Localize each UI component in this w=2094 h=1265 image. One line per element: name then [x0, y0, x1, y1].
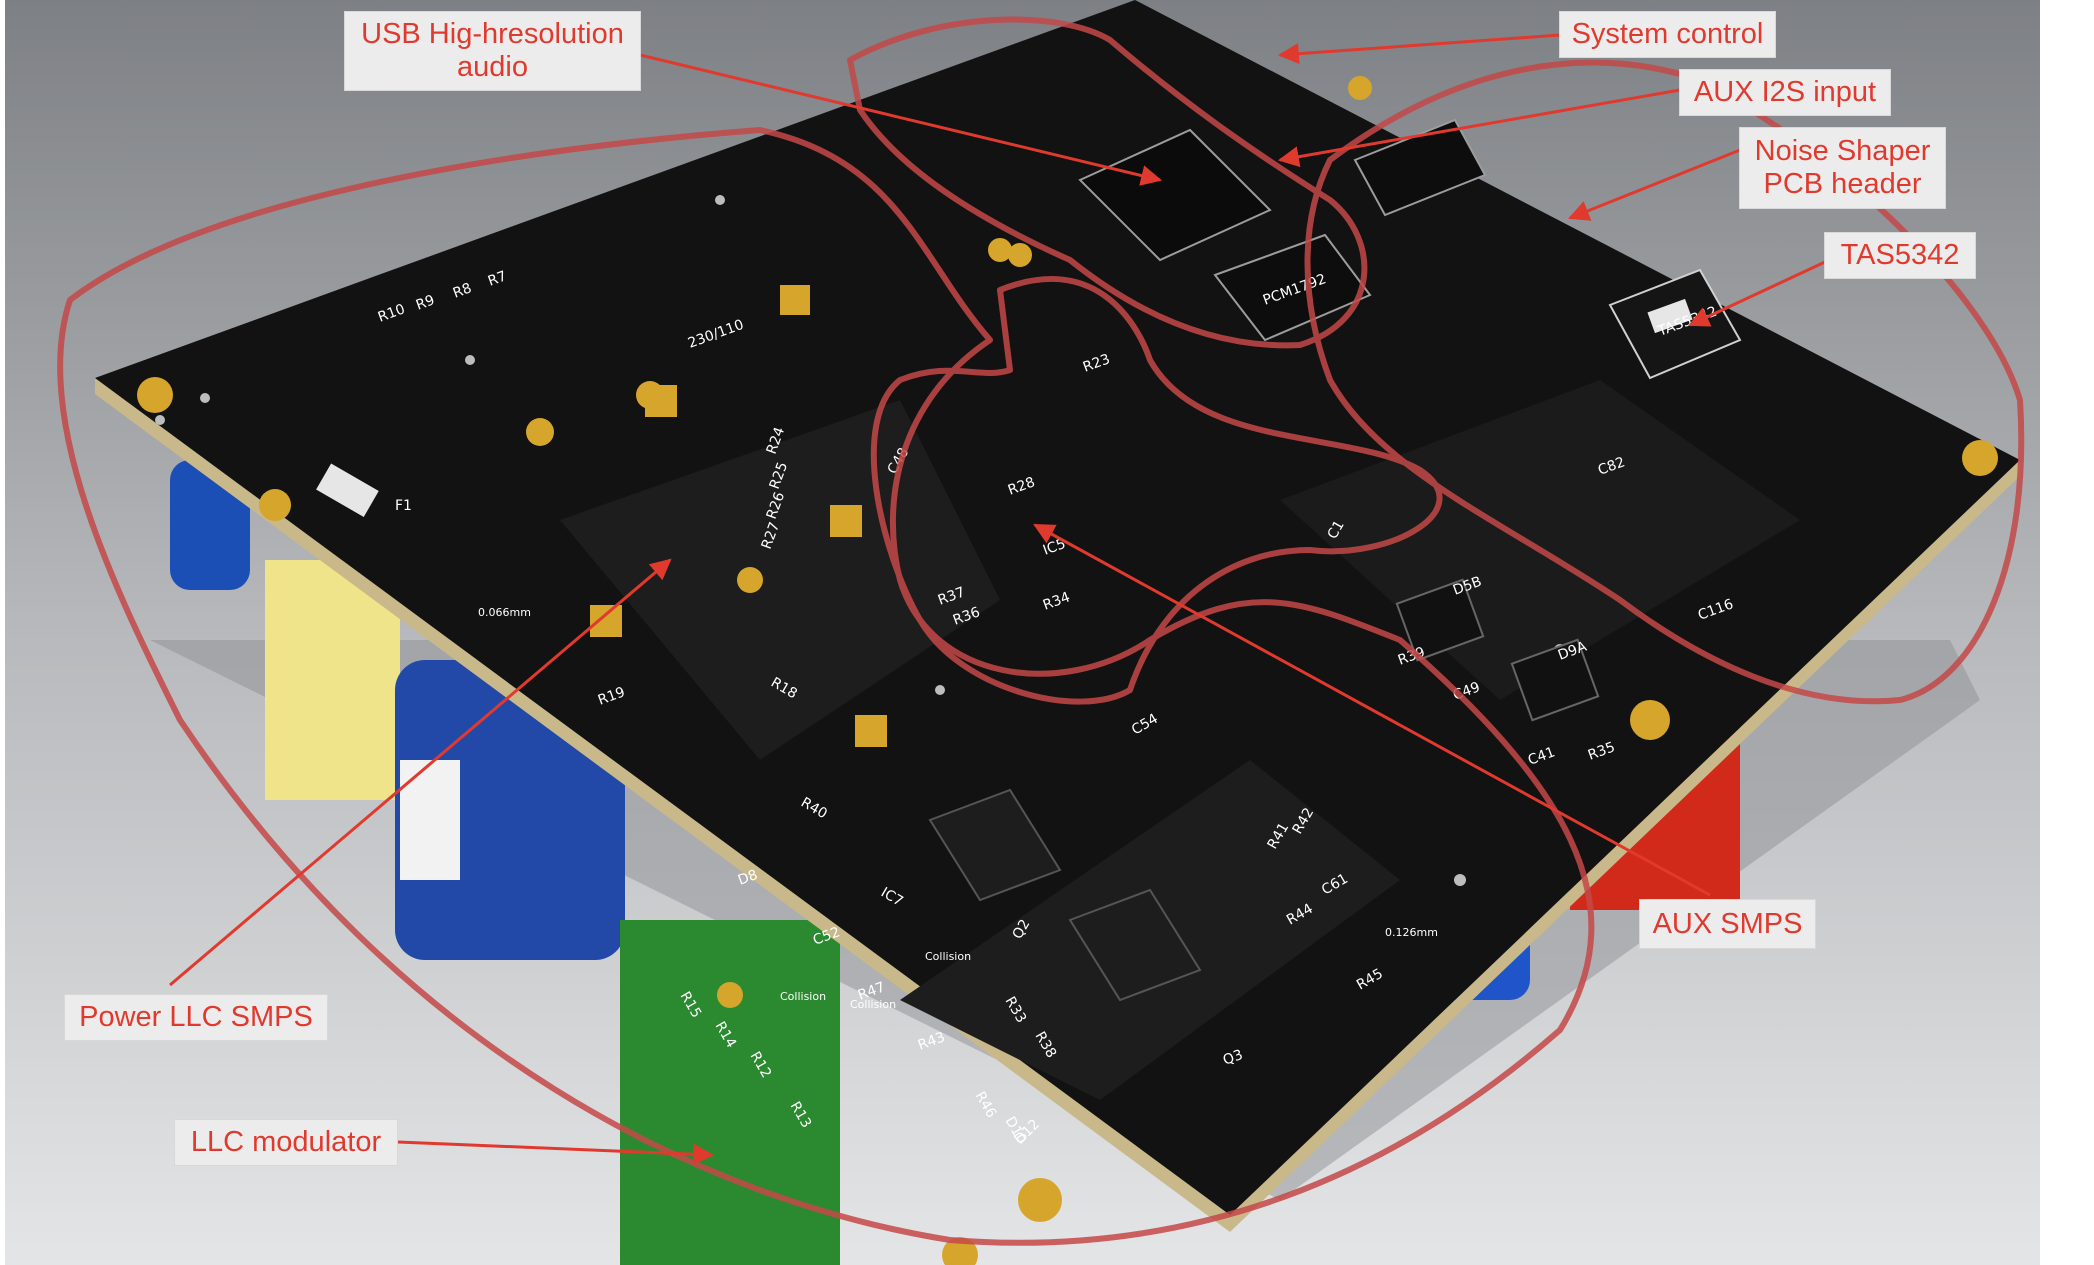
silk-r9: R9	[414, 292, 437, 313]
right-margin	[2040, 0, 2094, 1265]
arrow-power-llc	[169, 558, 672, 987]
outline-usb-audio	[847, 16, 1368, 349]
copper-region-1	[560, 400, 1000, 760]
callout-llc-modulator: LLC modulator	[175, 1120, 397, 1165]
collision-label-1: Collision	[925, 950, 971, 963]
arrow-llc-modulator	[397, 1140, 715, 1165]
silk-fuse: F1	[395, 498, 412, 514]
silk-r8: R8	[451, 280, 474, 301]
callout-aux-i2s-text: AUX I2S input	[1693, 76, 1877, 108]
callout-system-control-text: System control	[1571, 18, 1764, 50]
outline-aux-smps	[870, 276, 1443, 705]
annotation-arrows	[169, 33, 1826, 1165]
callout-noise-shaper: Noise Shaper PCB header	[1740, 128, 1945, 208]
arrow-aux-smps	[1033, 523, 1711, 897]
callout-aux-i2s: AUX I2S input	[1680, 70, 1890, 115]
arrow-aux-i2s	[1277, 88, 1681, 168]
cap-sleeve	[400, 760, 460, 880]
fuse-f1	[316, 463, 379, 517]
aux-ic-chip	[1353, 118, 1487, 217]
callout-usb-audio-line1: USB Hig-hresolution	[361, 18, 624, 50]
arrow-usb-audio	[639, 53, 1163, 186]
callout-usb-audio-line2: audio	[457, 51, 528, 83]
transistor-q2	[928, 788, 1062, 902]
pcm-chip	[1213, 233, 1372, 342]
arrow-system-control	[1277, 33, 1561, 65]
arrow-tas5342	[1688, 260, 1826, 327]
callout-noise-shaper-line2: PCB header	[1763, 168, 1922, 200]
copper-region-3	[1280, 380, 1800, 700]
d5b-chip	[1395, 578, 1485, 662]
callout-power-llc-text: Power LLC SMPS	[79, 1001, 313, 1033]
pads	[137, 76, 1998, 1265]
silk-r7: R7	[486, 268, 509, 289]
silk-d8: D8	[736, 867, 760, 889]
callout-llc-modulator-text: LLC modulator	[190, 1126, 382, 1158]
arrow-noise-shaper	[1568, 148, 1741, 221]
callout-tas5342-text: TAS5342	[1840, 239, 1960, 271]
silk-q3: Q3	[1221, 1047, 1245, 1069]
board-surface	[95, 0, 2020, 1215]
measure-label-1: 0.066mm	[478, 606, 531, 619]
callout-aux-smps-text: AUX SMPS	[1652, 907, 1803, 940]
transistor-q3	[1068, 888, 1202, 1002]
callout-power-llc: Power LLC SMPS	[65, 995, 327, 1040]
callout-aux-smps: AUX SMPS	[1640, 900, 1815, 948]
tas5342-die	[1647, 298, 1693, 334]
measure-label-2: 0.126mm	[1385, 926, 1438, 939]
callout-tas5342: TAS5342	[1825, 233, 1975, 278]
d9a-chip	[1510, 638, 1600, 722]
callout-system-control: System control	[1560, 12, 1775, 57]
collision-label-3: Collision	[850, 998, 896, 1011]
collision-label-2: Collision	[780, 990, 826, 1003]
outline-power-llc	[57, 127, 1595, 1246]
callout-usb-audio: USB Hig-hresolution audio	[345, 12, 640, 90]
callout-noise-shaper-line1: Noise Shaper	[1754, 135, 1931, 167]
usb-audio-chip	[1078, 128, 1272, 262]
llc-modulator-board	[620, 920, 840, 1265]
